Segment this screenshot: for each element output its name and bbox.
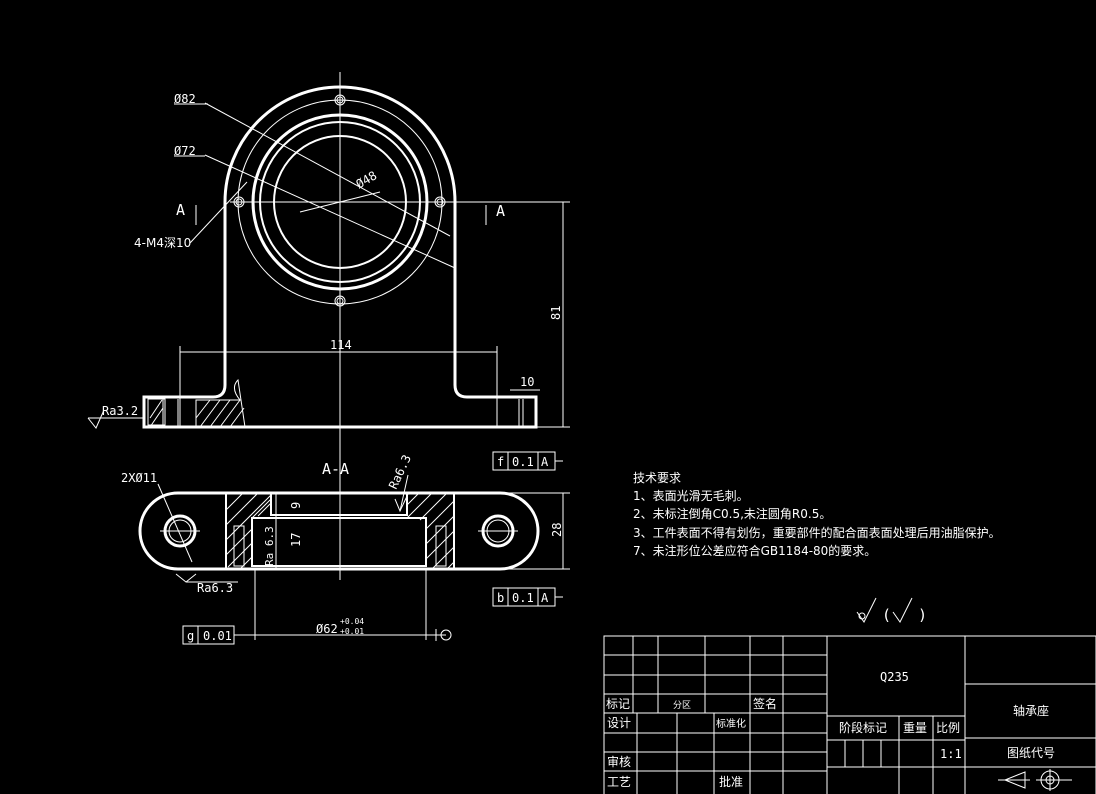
circle-72 (259, 121, 421, 283)
label-dia-82: Ø82 (174, 92, 196, 106)
section-title: A-A (322, 460, 349, 478)
notes-heading: 技术要求 (633, 471, 681, 485)
roughness-base: Ra3.2 (102, 404, 138, 418)
hatch-section-left (225, 492, 272, 570)
technical-notes: 技术要求 1、表面光滑无毛刺。 2、未标注倒角C0.5,未注圆角R0.5。 3、… (633, 471, 1001, 558)
dim-17: 17 (289, 533, 303, 547)
hatch-section-right (406, 492, 455, 570)
tol-g-symbol: g (187, 629, 194, 643)
dim-62: Ø62 (316, 622, 338, 636)
roughness-inner: Ra 6.3 (263, 526, 276, 566)
tol-f-value: 0.1 (512, 455, 534, 469)
note-item: 2、未标注倒角C0.5,未注圆角R0.5。 (633, 506, 831, 521)
tb-scale-value: 1:1 (940, 747, 962, 761)
tb-part-name: 轴承座 (1013, 703, 1049, 718)
tb-scale-label: 比例 (936, 721, 960, 735)
tb-weight: 重量 (903, 721, 927, 735)
tol-g-value: 0.01 (203, 629, 232, 643)
tb-drawing-code: 图纸代号 (1007, 746, 1055, 760)
bolt-hole-bottom (334, 295, 346, 307)
tol-lower: +0.01 (340, 627, 364, 636)
roughness-bottom: Ra6.3 (197, 581, 233, 595)
title-block: 标记 分区 签名 设计 标准化 审核 工艺 批准 Q235 阶段标记 重量 比例… (603, 635, 1096, 794)
section-marker-right: A (496, 202, 505, 220)
circle-48 (273, 135, 407, 269)
tol-b-datum: A (541, 591, 549, 605)
dim-81: 81 (549, 306, 563, 320)
tol-b-value: 0.1 (512, 591, 534, 605)
tb-standardization: 标准化 (716, 717, 746, 730)
tol-upper: +0.04 (340, 617, 364, 626)
dim-28: 28 (550, 523, 564, 537)
dim-10: 10 (520, 375, 534, 389)
tol-f-symbol: f (497, 455, 504, 469)
note-item: 3、工件表面不得有划伤，重要部件的配合面表面处理后用油脂保护。 (633, 525, 1001, 540)
bolt-hole-top (334, 94, 346, 106)
section-marker-left: A (176, 201, 185, 219)
roughness-top: Ra6.3 (386, 453, 414, 492)
front-view: Ø82 Ø72 Ø48 A A 4-M4深10 114 81 10 Ra3.2 … (87, 72, 570, 471)
label-dia-48: Ø48 (353, 168, 379, 191)
dim-9: 9 (289, 502, 303, 509)
tol-f-datum: A (541, 455, 549, 469)
roughness-open: ( (882, 606, 891, 624)
label-threaded-holes: 4-M4深10 (134, 236, 191, 250)
tb-approve: 批准 (719, 774, 743, 789)
label-dia-72: Ø72 (174, 144, 196, 158)
tb-material: Q235 (880, 670, 909, 684)
tb-stage-mark: 阶段标记 (839, 720, 887, 735)
bolt-hole-left (233, 196, 245, 208)
tb-mark: 标记 (606, 697, 630, 711)
dim-114: 114 (330, 338, 352, 352)
hatch-left-foot (195, 378, 246, 428)
tb-design: 设计 (607, 716, 631, 730)
section-view: A-A (121, 453, 570, 645)
tb-review: 审核 (607, 754, 631, 769)
general-roughness-symbol: ( ) (856, 597, 927, 624)
tb-signature: 签名 (753, 696, 777, 711)
note-item: 7、未注形位公差应符合GB1184-80的要求。 (633, 543, 876, 558)
tb-zone: 分区 (673, 700, 691, 711)
circle-outer-ring (251, 113, 429, 291)
projection-symbol-icon (998, 769, 1072, 791)
label-holes: 2XØ11 (121, 471, 157, 485)
tb-process: 工艺 (607, 775, 631, 789)
note-item: 1、表面光滑无毛刺。 (633, 489, 749, 503)
tol-b-symbol: b (497, 591, 504, 605)
roughness-close: ) (918, 606, 927, 624)
bolt-hole-right (434, 196, 446, 208)
front-body-outline (142, 85, 538, 429)
